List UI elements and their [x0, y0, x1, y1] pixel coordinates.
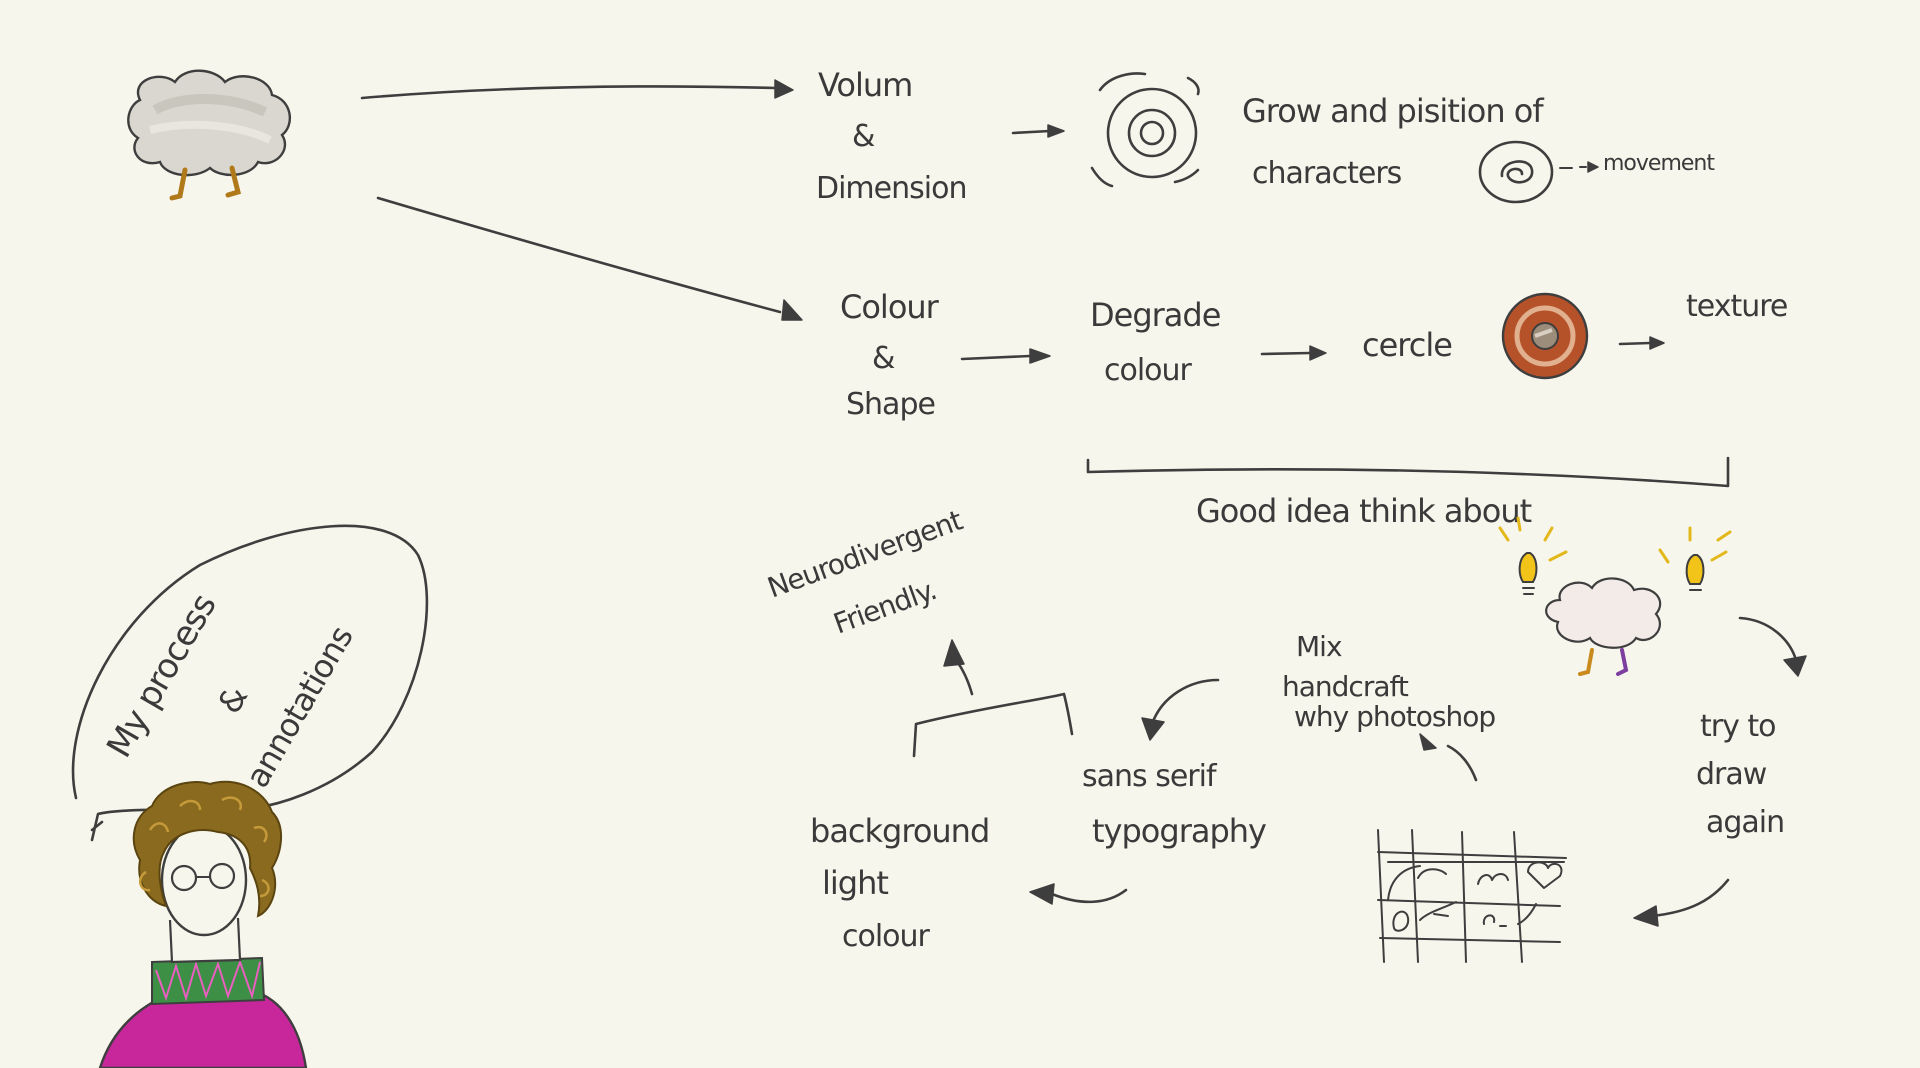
lightbulb-icon: [1498, 516, 1568, 595]
colour-label-2: &: [872, 341, 895, 376]
branch-connector: [912, 692, 1074, 758]
try-label-3: again: [1706, 805, 1784, 840]
grid-sketch-icon: [1377, 829, 1567, 963]
mix-label-2: handcraft: [1282, 670, 1409, 703]
good-idea-label: Good idea think about: [1196, 492, 1532, 530]
degrade-label-1: Degrade: [1090, 296, 1220, 334]
background-label-1: background: [810, 812, 989, 850]
dashed-arrow: [1559, 166, 1587, 169]
volume-label-2: &: [852, 119, 875, 154]
speech-label-2: &: [210, 680, 255, 720]
arrow-to-colour: [376, 196, 782, 314]
sans-label-2: typography: [1092, 812, 1266, 850]
grouping-bracket: [1086, 456, 1730, 488]
texture-label: texture: [1686, 289, 1787, 324]
self-portrait-icon: [98, 780, 308, 1068]
movement-label: movement: [1603, 151, 1715, 176]
arrow-colour-degrade: [960, 354, 1032, 361]
mix-label-3: why photoshop: [1294, 700, 1495, 733]
arrow-to-try-again: [1738, 616, 1798, 662]
arrow-volume-grow: [1011, 129, 1052, 135]
speech-label-1: My process: [99, 588, 224, 765]
background-label-3: colour: [842, 919, 931, 954]
volume-label-3: Dimension: [816, 171, 966, 206]
volume-label-1: Volum: [818, 66, 912, 104]
concentric-circles-icon: [1090, 72, 1200, 188]
grow-label-1: Grow and pisition of: [1242, 92, 1544, 130]
degrade-label-2: colour: [1104, 353, 1193, 388]
background-label-2: light: [822, 864, 888, 902]
neuro-label-1: Neurodivergent: [763, 503, 967, 604]
brown-ring-icon: [1501, 292, 1589, 380]
arrow-typography-background: [1050, 888, 1128, 904]
spiral-icon: [1478, 140, 1554, 204]
arrow-mix-typography: [1150, 678, 1220, 726]
cloud-character-icon: [127, 69, 292, 201]
try-label-2: draw: [1696, 757, 1767, 792]
arrow-to-grid: [1650, 878, 1730, 918]
arrow-degrade-cercle: [1260, 351, 1312, 356]
sans-label-1: sans serif: [1082, 759, 1218, 794]
arrow-to-mix: [1446, 744, 1478, 782]
mix-label-1: Mix: [1296, 630, 1342, 663]
cercle-label: cercle: [1362, 326, 1452, 364]
lightbulb-icon: [1658, 526, 1732, 591]
grow-label-2: characters: [1252, 156, 1402, 191]
cloud-character-icon: [1545, 577, 1662, 676]
neuro-label-2: Friendly.: [829, 573, 940, 640]
speech-label-3: annotations: [238, 620, 361, 794]
colour-label-1: Colour: [840, 288, 940, 326]
colour-label-3: Shape: [846, 387, 935, 422]
try-label-1: try to: [1700, 709, 1776, 744]
arrow-to-volume: [360, 85, 777, 100]
arrow-cercle-texture: [1618, 341, 1652, 346]
